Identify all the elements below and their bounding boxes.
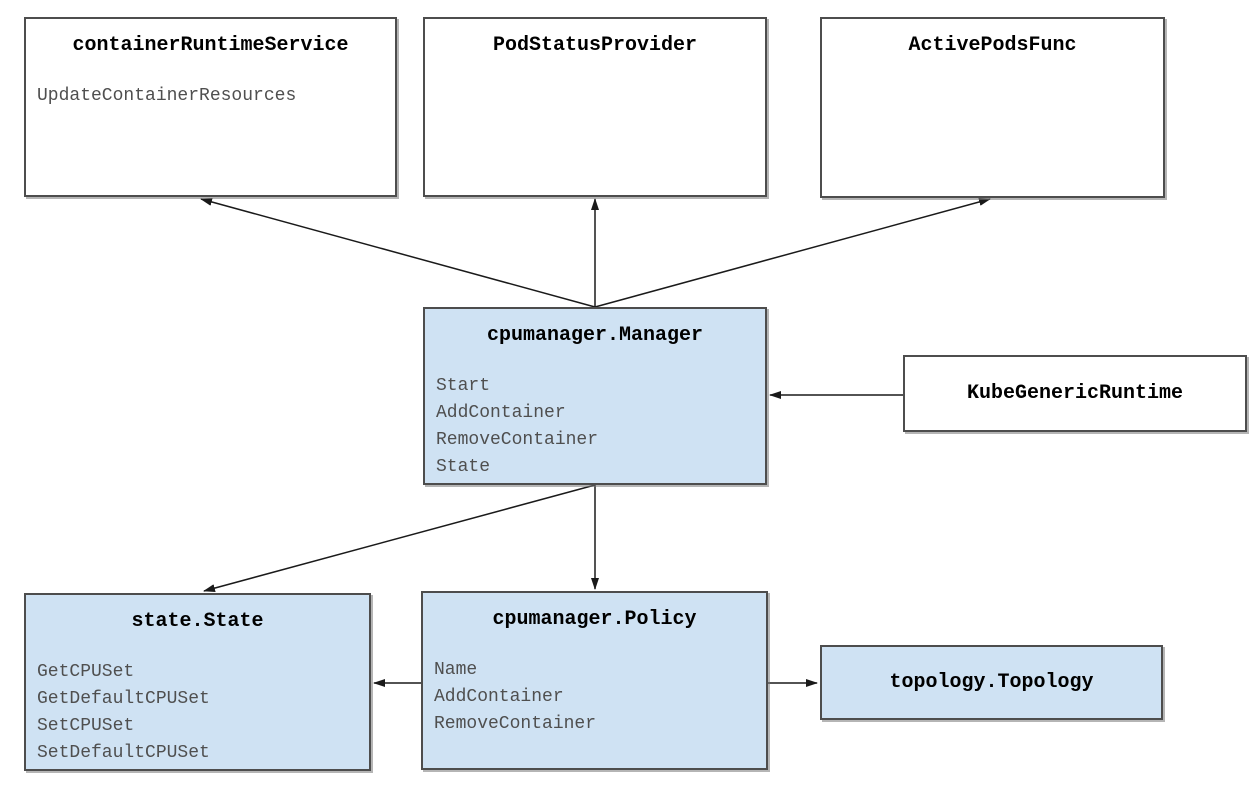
node-kube-generic-runtime: KubeGenericRuntime — [903, 355, 1247, 432]
node-title: topology.Topology — [889, 671, 1094, 694]
node-title: KubeGenericRuntime — [966, 382, 1184, 405]
method-label: Name — [434, 660, 478, 680]
method-label: RemoveContainer — [434, 714, 597, 734]
method-label: UpdateContainerResources — [37, 86, 297, 106]
method-label: SetDefaultCPUSet — [37, 743, 210, 763]
method-label: GetCPUSet — [37, 662, 135, 682]
node-title: state.State — [131, 610, 264, 633]
edge-manager-to-state-state — [203, 484, 596, 592]
method-label: RemoveContainer — [436, 430, 599, 450]
node-title: cpumanager.Manager — [486, 324, 704, 347]
method-label: GetDefaultCPUSet — [37, 689, 210, 709]
method-label: State — [436, 457, 491, 477]
method-label: Start — [436, 376, 491, 396]
node-pod-status-provider: PodStatusProvider — [423, 17, 767, 197]
node-title: cpumanager.Policy — [492, 608, 697, 631]
edge-manager-to-container-runtime-service — [200, 198, 596, 308]
method-list: UpdateContainerResources — [26, 83, 395, 110]
node-title: containerRuntimeService — [72, 34, 349, 57]
method-label: AddContainer — [434, 687, 564, 707]
node-title: PodStatusProvider — [492, 34, 698, 57]
node-title: ActivePodsFunc — [908, 34, 1077, 57]
node-active-pods-func: ActivePodsFunc — [820, 17, 1165, 198]
method-label: AddContainer — [436, 403, 566, 423]
method-label: SetCPUSet — [37, 716, 135, 736]
node-topology-topology: topology.Topology — [820, 645, 1163, 720]
edge-manager-to-active-pods-func — [594, 198, 991, 308]
